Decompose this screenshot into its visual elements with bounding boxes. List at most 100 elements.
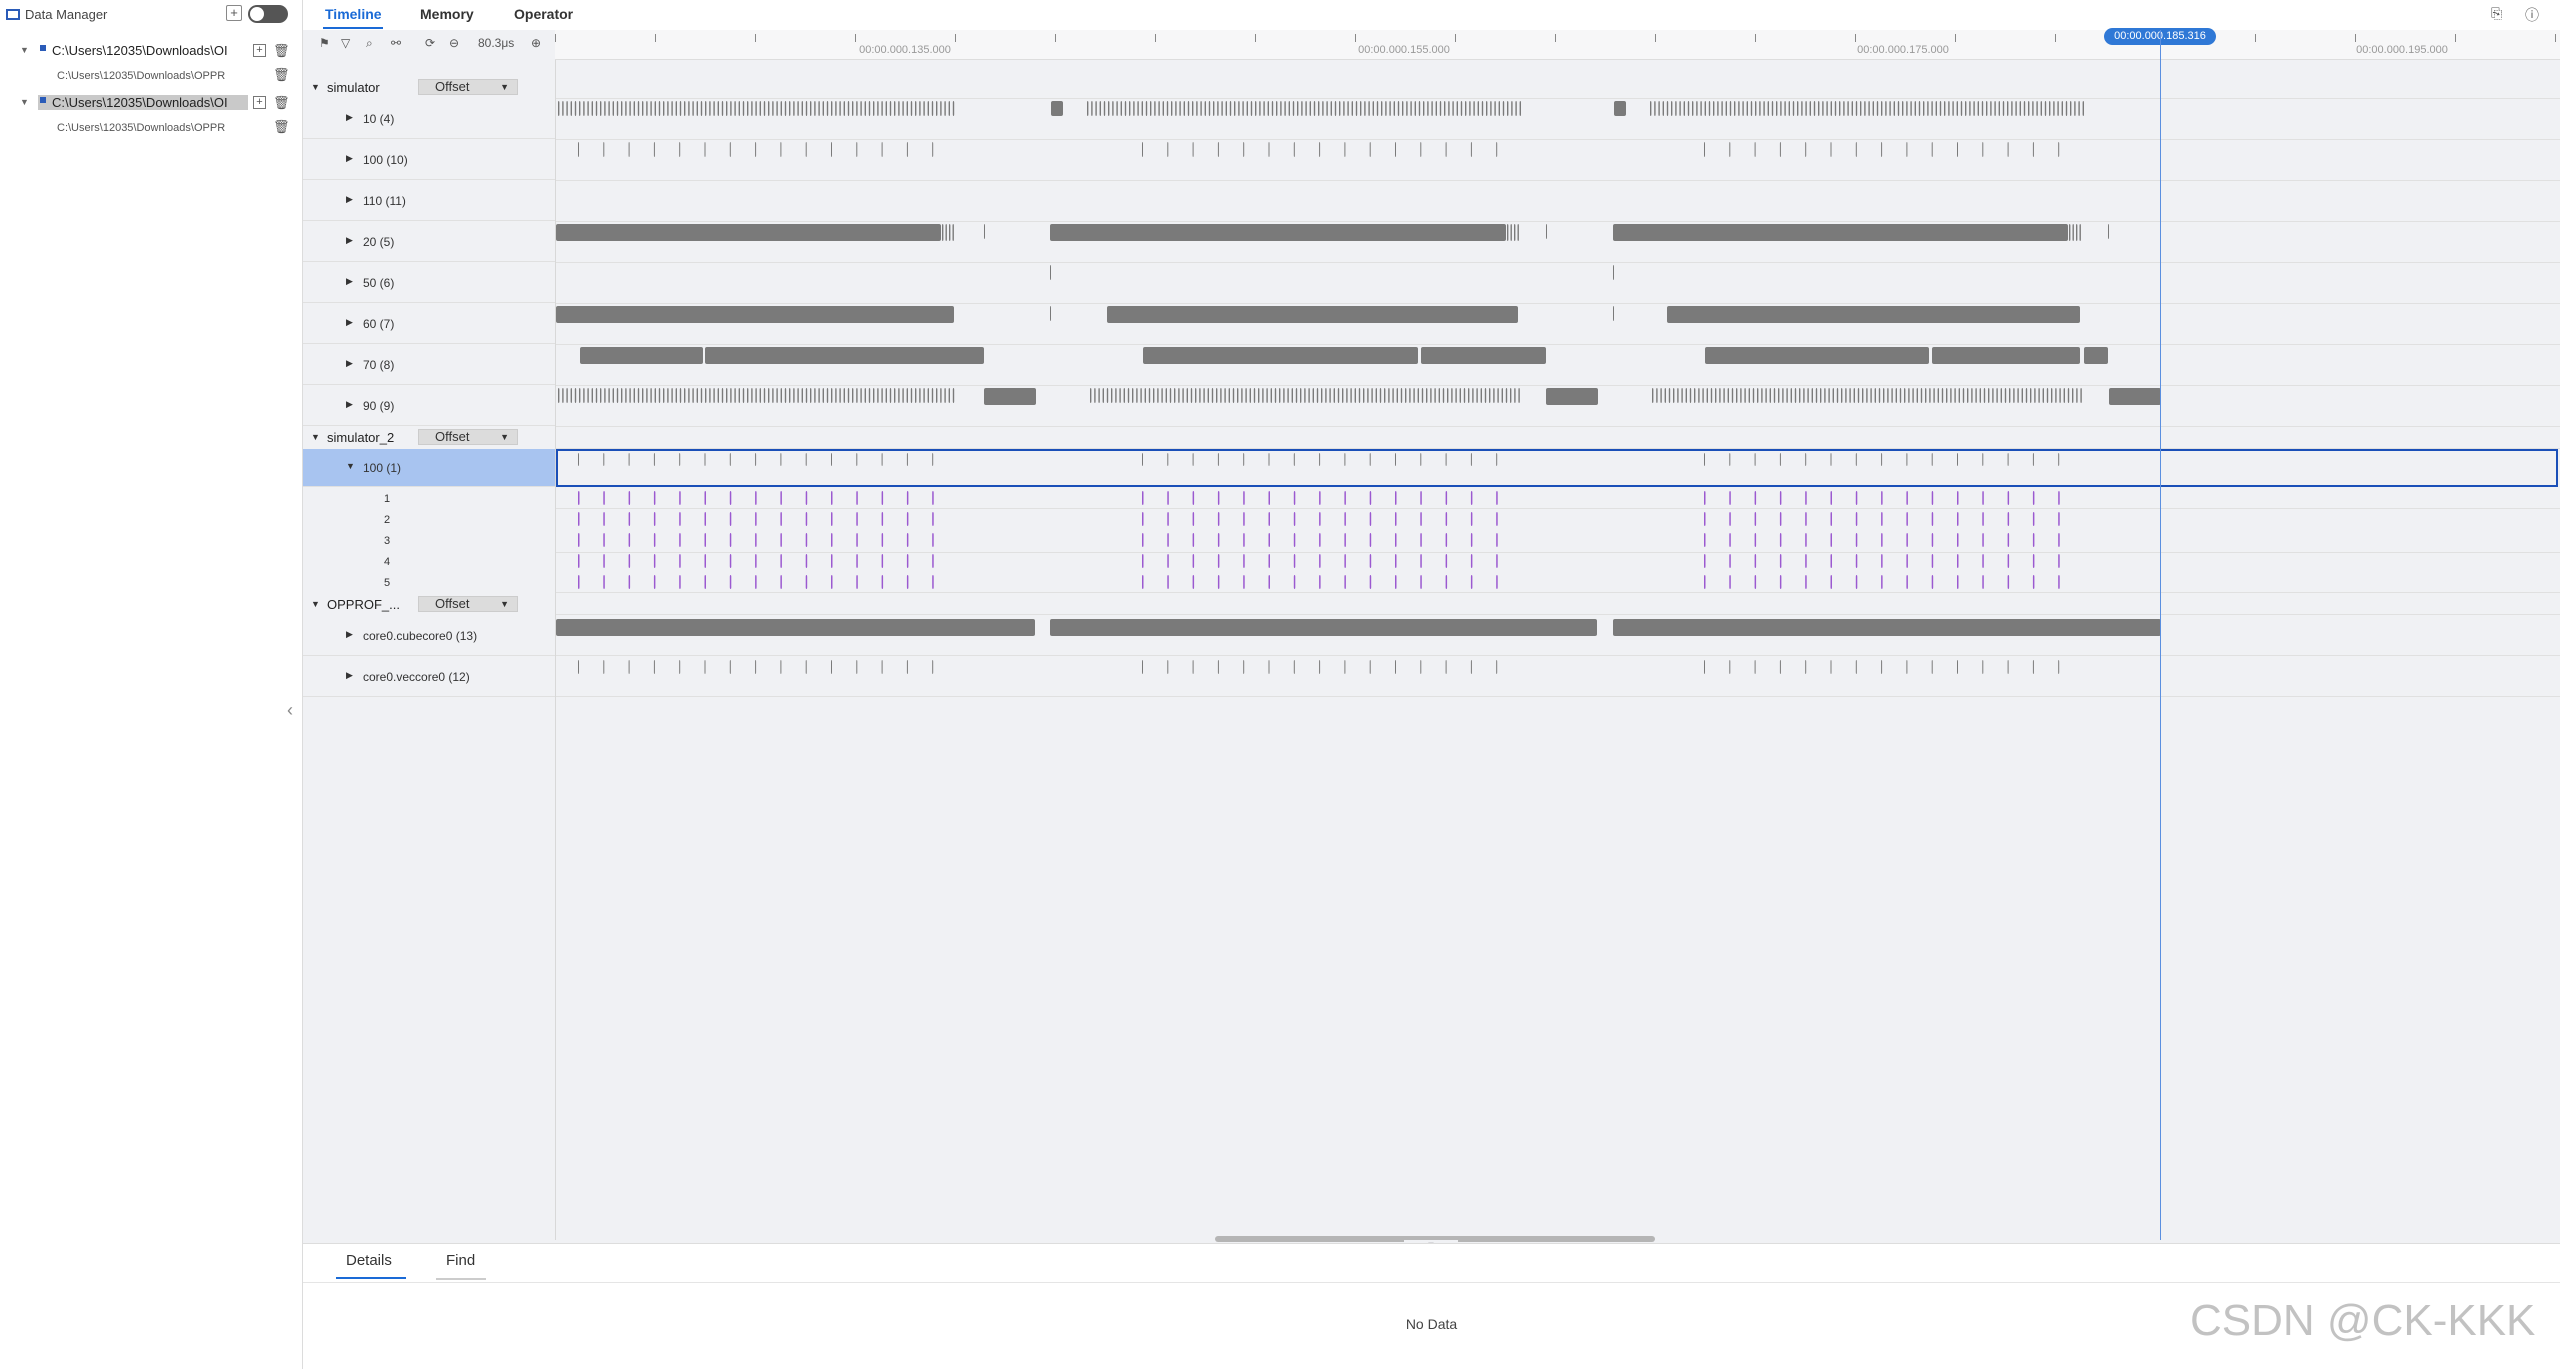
event-tick[interactable] (755, 575, 757, 589)
event-tick[interactable] (1468, 388, 1470, 403)
event-tick[interactable] (1518, 388, 1520, 403)
event-tick[interactable] (1899, 388, 1902, 403)
event-tick[interactable] (1420, 453, 1422, 466)
event-tick[interactable] (1413, 388, 1415, 403)
event-tick[interactable] (1319, 533, 1321, 547)
event-tick[interactable] (784, 101, 787, 116)
event-tick[interactable] (1982, 491, 1984, 505)
event-tick[interactable] (1389, 101, 1391, 116)
event-tick[interactable] (910, 101, 913, 116)
event-tick[interactable] (1175, 101, 1177, 116)
event-tick[interactable] (1805, 101, 1807, 116)
event-tick[interactable] (1395, 142, 1396, 157)
event-tick[interactable] (679, 575, 681, 589)
event-tick[interactable] (1805, 575, 1807, 589)
event-tick[interactable] (1797, 101, 1799, 116)
event-tick[interactable] (1470, 533, 1473, 547)
event-tick[interactable] (1293, 660, 1295, 674)
event-tick[interactable] (1455, 388, 1457, 403)
event-tick[interactable] (587, 101, 589, 116)
event-tick[interactable] (1729, 533, 1731, 547)
event-tick[interactable] (721, 101, 724, 116)
event-tick[interactable] (776, 101, 778, 116)
event-tick[interactable] (1395, 512, 1397, 526)
chevron-right-icon[interactable]: ▶ (346, 235, 353, 245)
event-tick[interactable] (1507, 224, 1509, 241)
event-tick[interactable] (1704, 575, 1706, 589)
event-tick[interactable] (805, 512, 808, 526)
event-tick[interactable] (1262, 388, 1264, 403)
event-tick[interactable] (822, 101, 824, 116)
event-tick[interactable] (1243, 533, 1245, 547)
event-tick[interactable] (1841, 388, 1843, 403)
event-tick[interactable] (1115, 388, 1117, 403)
event-tick[interactable] (1668, 388, 1671, 403)
event-tick[interactable] (2038, 388, 2040, 403)
event-tick[interactable] (1259, 101, 1261, 116)
event-tick[interactable] (1981, 101, 1984, 116)
event-tick[interactable] (1369, 142, 1371, 157)
event-tick[interactable] (1957, 512, 1959, 526)
event-tick[interactable] (1481, 101, 1484, 116)
event-tick[interactable] (700, 101, 703, 116)
event-tick[interactable] (949, 224, 951, 241)
event-tick[interactable] (1613, 306, 1614, 321)
event-tick[interactable] (940, 388, 942, 403)
event-tick[interactable] (1866, 388, 1868, 403)
event-tick[interactable] (2023, 101, 2026, 116)
event-tick[interactable] (729, 533, 732, 547)
slice[interactable] (580, 347, 703, 364)
event-tick[interactable] (1759, 101, 1761, 116)
event-tick[interactable] (1165, 388, 1167, 403)
event-tick[interactable] (1769, 388, 1771, 403)
event-tick[interactable] (1319, 512, 1321, 526)
event-tick[interactable] (1351, 101, 1353, 116)
event-tick[interactable] (1677, 388, 1679, 403)
event-tick[interactable] (1142, 512, 1144, 526)
event-tick[interactable] (1112, 101, 1114, 116)
event-tick[interactable] (923, 101, 925, 116)
event-tick[interactable] (818, 101, 820, 116)
event-tick[interactable] (1906, 453, 1908, 466)
event-tick[interactable] (628, 575, 631, 589)
event-tick[interactable] (831, 453, 832, 466)
event-tick[interactable] (1855, 453, 1857, 466)
event-tick[interactable] (2025, 388, 2028, 403)
event-tick[interactable] (658, 388, 661, 403)
event-tick[interactable] (2061, 101, 2063, 116)
event-tick[interactable] (1129, 101, 1131, 116)
event-tick[interactable] (1881, 101, 1883, 116)
event-tick[interactable] (881, 101, 883, 116)
event-tick[interactable] (1906, 533, 1908, 547)
event-tick[interactable] (1243, 575, 1245, 589)
event-tick[interactable] (1169, 388, 1172, 403)
event-tick[interactable] (1406, 101, 1408, 116)
event-tick[interactable] (1127, 388, 1130, 403)
event-tick[interactable] (780, 388, 782, 403)
group-header-simulator-2[interactable]: ▼ simulator_2 Offset▼ (303, 429, 555, 447)
event-tick[interactable] (1820, 388, 1822, 403)
event-tick[interactable] (1779, 491, 1782, 505)
event-tick[interactable] (1192, 533, 1195, 547)
event-tick[interactable] (1344, 512, 1346, 526)
event-tick[interactable] (2080, 388, 2082, 403)
event-tick[interactable] (729, 554, 732, 568)
event-tick[interactable] (603, 660, 605, 674)
event-tick[interactable] (906, 660, 908, 674)
event-tick[interactable] (679, 533, 681, 547)
event-tick[interactable] (1719, 388, 1721, 403)
event-tick[interactable] (1754, 575, 1757, 589)
event-tick[interactable] (1805, 491, 1807, 505)
event-tick[interactable] (1704, 142, 1705, 157)
event-tick[interactable] (1142, 533, 1144, 547)
event-tick[interactable] (1283, 388, 1285, 403)
event-tick[interactable] (1304, 388, 1306, 403)
event-tick[interactable] (1510, 224, 1512, 241)
event-tick[interactable] (1721, 101, 1723, 116)
event-tick[interactable] (1225, 101, 1227, 116)
event-tick[interactable] (1476, 388, 1478, 403)
slice[interactable] (1051, 101, 1063, 116)
event-tick[interactable] (1445, 660, 1447, 674)
event-tick[interactable] (1305, 101, 1307, 116)
event-tick[interactable] (1249, 388, 1251, 403)
